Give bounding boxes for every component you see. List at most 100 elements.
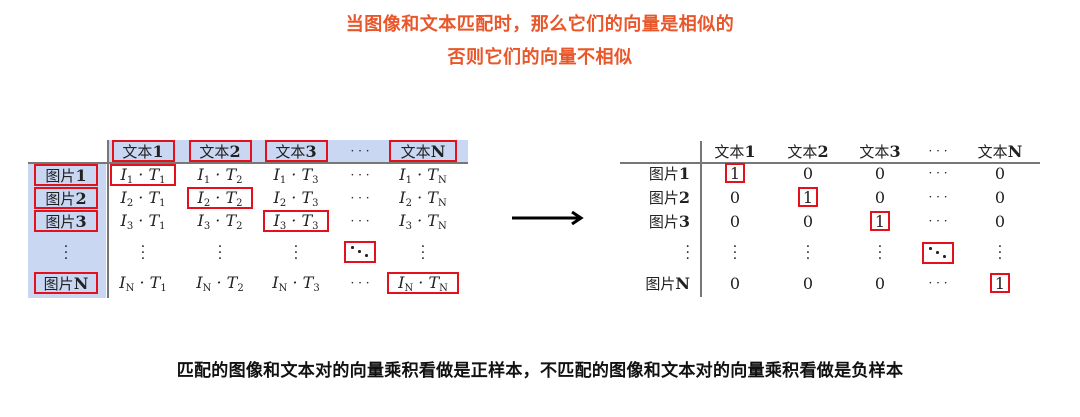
matrix-cell: I3 · T3: [263, 210, 329, 232]
header-text: 图片: [648, 188, 679, 207]
header-index: 2: [678, 187, 690, 207]
dot-product: IN · TN: [398, 272, 448, 294]
header-index: 3: [678, 211, 690, 231]
matrix-cell: [344, 241, 376, 263]
header-text: 图片: [648, 212, 679, 231]
cell-value: 0: [994, 211, 1006, 231]
matrix-cell: I1 · T3: [263, 164, 329, 186]
header-index: N: [73, 273, 89, 293]
matrix-cell: ···: [793, 240, 823, 266]
column-header: · · ·: [345, 140, 375, 162]
title-line-1: 当图像和文本匹配时，那么它们的向量是相似的: [345, 14, 735, 35]
dot-product: I3 · TN: [399, 210, 447, 232]
matrix-cell: · · ·: [345, 162, 375, 188]
diagonal-ellipsis: [927, 246, 949, 260]
header-text: 图片: [45, 166, 76, 185]
long-right-arrow-icon: [512, 211, 584, 225]
title-line-2: 否则它们的向量不相似: [447, 47, 633, 68]
dot-product: I2 · T1: [120, 187, 166, 209]
header-text: 图片: [43, 274, 74, 293]
header-index: 3: [305, 141, 317, 161]
matrix-cell: I2 · T2: [187, 187, 253, 209]
cell-value: 0: [729, 273, 741, 293]
vertical-ellipsis: ···: [140, 239, 146, 267]
header-text: 图片: [645, 274, 676, 293]
matrix-cell: · · ·: [923, 162, 953, 184]
cell-value: 1: [729, 163, 741, 183]
matrix-cell: · · ·: [345, 270, 375, 296]
vertical-rule: [107, 140, 109, 298]
matrix-cell: I1 · T2: [187, 164, 253, 186]
header-index: N: [430, 141, 446, 161]
dot-product: I1 · T2: [197, 164, 243, 186]
matrix-cell: · · ·: [345, 208, 375, 234]
matrix-cell: ···: [865, 240, 895, 266]
matrix-cell: 0: [793, 162, 823, 184]
header-text: 文本: [400, 142, 431, 161]
row-header: ···: [620, 240, 690, 266]
header-index: 1: [152, 141, 164, 161]
header-text: 图片: [648, 164, 679, 183]
matrix-cell: 0: [720, 186, 750, 208]
horizontal-rule: [620, 162, 1040, 164]
matrix-cell: 0: [720, 272, 750, 294]
matrix-cell: 0: [865, 162, 895, 184]
header-index: 1: [678, 163, 690, 183]
header-index: N: [675, 273, 690, 293]
horizontal-ellipsis: · · ·: [350, 191, 370, 205]
vertical-ellipsis: ···: [63, 239, 69, 267]
dot-product: I3 · T3: [273, 210, 319, 232]
header-text: 文本: [122, 142, 153, 161]
matrix-cell: 0: [865, 186, 895, 208]
horizontal-ellipsis: · · ·: [928, 276, 948, 290]
header-text: 文本: [199, 142, 230, 161]
cell-value: 0: [994, 163, 1006, 183]
vertical-ellipsis: ···: [732, 239, 738, 267]
row-header: ···: [51, 240, 81, 266]
matrix-cell: 0: [720, 210, 750, 232]
horizontal-ellipsis: · · ·: [350, 214, 370, 228]
vertical-ellipsis: ···: [420, 239, 426, 267]
cell-value: 0: [802, 211, 814, 231]
cell-value: 0: [802, 163, 814, 183]
matrix-cell: · · ·: [345, 185, 375, 211]
dot-product: I1 · T3: [273, 164, 319, 186]
cell-value: 1: [802, 187, 814, 207]
horizontal-ellipsis: · · ·: [928, 214, 948, 228]
header-index: 2: [75, 188, 87, 208]
matrix-cell: I2 · T3: [263, 187, 329, 209]
matrix-cell: · · ·: [923, 210, 953, 232]
dot-product: I2 · T3: [273, 187, 319, 209]
vertical-ellipsis: ···: [293, 239, 299, 267]
matrix-cell: IN · T3: [263, 272, 329, 294]
header-index: 1: [75, 165, 87, 185]
matrix-cell: 0: [985, 162, 1015, 184]
ellipsis: · · ·: [350, 144, 370, 158]
matrix-cell: IN · T2: [187, 272, 253, 294]
matrix-cell: ···: [281, 240, 311, 266]
cell-value: 0: [729, 187, 741, 207]
matrix-cell: I3 · TN: [387, 210, 459, 232]
header-text: 文本: [714, 142, 745, 161]
matrix-cell: I1 · TN: [387, 164, 459, 186]
dot-product: I3 · T2: [197, 210, 243, 232]
matrix-cell: I3 · T1: [110, 210, 176, 232]
matrix-cell: 1: [725, 163, 745, 183]
matrix-cell: · · ·: [923, 272, 953, 294]
cell-value: 1: [994, 273, 1006, 293]
header-index: 2: [817, 141, 829, 161]
vertical-ellipsis: ···: [217, 239, 223, 267]
matrix-cell: 0: [793, 272, 823, 294]
matrix-cell: I1 · T1: [110, 164, 176, 186]
header-index: 3: [75, 211, 87, 231]
